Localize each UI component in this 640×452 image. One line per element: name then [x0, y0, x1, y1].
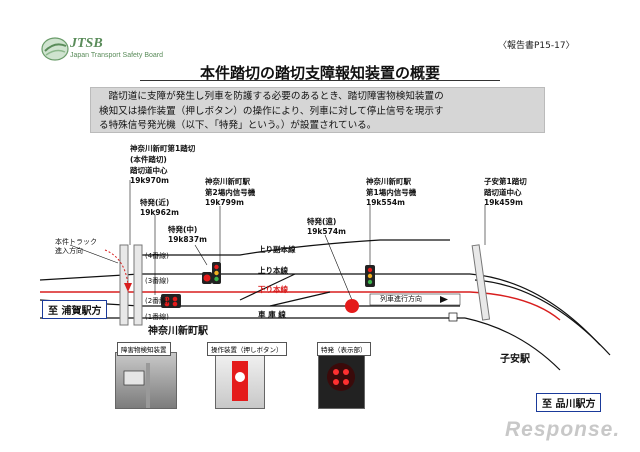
- tokuhatsu-mid-icon: [202, 272, 212, 284]
- up-sub-main-label: 上り副本線: [258, 245, 296, 254]
- station-kanagawa-shinmachi: 神奈川新町駅: [148, 326, 208, 337]
- title-underline: [140, 80, 500, 81]
- track-curve-upper: [469, 273, 601, 346]
- tokuhatsu-far-icon: [345, 299, 359, 313]
- photo-display: [318, 352, 365, 409]
- crossing-koyasu-label: 子安第1踏切 踏切道中心 19k459m: [484, 177, 527, 207]
- tokuhatsu-near-icon: [161, 294, 181, 308]
- truck-entry-label: 本件トラック 進入方向: [55, 238, 97, 255]
- jtsb-logo-icon: [41, 37, 69, 61]
- down-main-label: 下り本線: [258, 285, 288, 294]
- photo-button: [215, 352, 265, 409]
- tokuhatsu-near-label: 特発(近) 19k962m: [140, 198, 179, 217]
- signal-2-icon: [212, 262, 221, 284]
- dest-uraga: 至 浦賀駅方: [42, 300, 108, 319]
- signal-1-label: 神奈川新町駅 第1場内信号機 19k554m: [366, 177, 417, 207]
- dest-shinagawa: 至 品川駅方: [536, 393, 602, 412]
- crossing-koyasu: [471, 244, 491, 321]
- direction-label: 列車進行方向: [380, 295, 422, 303]
- display-photo-label: 特発（表示部）: [317, 342, 371, 356]
- tokuhatsu-far-label: 特発(遠) 19k574m: [307, 217, 346, 236]
- signal-2-label: 神奈川新町駅 第2場内信号機 19k799m: [205, 177, 256, 207]
- up-main-label: 上り本線: [258, 266, 288, 275]
- logo-subtitle: Japan Transport Safety Board: [70, 52, 163, 59]
- push-button-icon: [232, 361, 248, 401]
- track-4: [140, 239, 450, 256]
- detector-device-icon: [123, 363, 150, 408]
- summary-box: 踏切道に支障が発生し列車を防護する必要のあるとき、踏切障害物検知装置の 検知又は…: [90, 87, 545, 133]
- truck-entry-arrow: [104, 249, 129, 286]
- track-no3-label: (3番線): [145, 277, 169, 285]
- button-photo-label: 操作装置（押しボタン）: [207, 342, 287, 356]
- tokuhatsu-display-icon: [327, 363, 355, 391]
- response-watermark: Response.: [505, 418, 621, 441]
- logo-text: JTSB: [70, 36, 103, 51]
- photo-detector: [115, 352, 177, 409]
- crossing-main-label: 神奈川新町第1踏切 (本件踏切) 踏切道中心 19k970m: [130, 144, 196, 185]
- depot-track-label: 車 庫 線: [258, 310, 286, 319]
- tokuhatsu-mid-label: 特発(中) 19k837m: [168, 225, 207, 244]
- track-no2-label: (2番線): [145, 297, 169, 305]
- track-down-main: [40, 291, 561, 321]
- signal-1-icon: [365, 265, 375, 287]
- summary-line-2: 検知又は操作装置（押しボタン）の操作により、列車に対して停止信号を現示す: [99, 105, 444, 117]
- page-title: 本件踏切の踏切支障報知装置の概要: [199, 64, 440, 82]
- station-koyasu: 子安駅: [500, 354, 530, 365]
- track-curve-lower: [464, 317, 561, 371]
- track-no4-label: (4番線): [145, 252, 169, 260]
- tracks: [39, 239, 611, 371]
- report-reference: 〈報告書P15-17〉: [498, 41, 575, 51]
- detector-photo-label: 障害物検知装置: [117, 342, 171, 356]
- summary-line-3: る特殊信号発光機（以下、「特発」という。）が設置されている。: [99, 120, 377, 131]
- track-no1-label: (1番線): [145, 313, 169, 321]
- summary-line-1: 踏切道に支障が発生し列車を防護する必要のあるとき、踏切障害物検知装置の: [99, 91, 444, 102]
